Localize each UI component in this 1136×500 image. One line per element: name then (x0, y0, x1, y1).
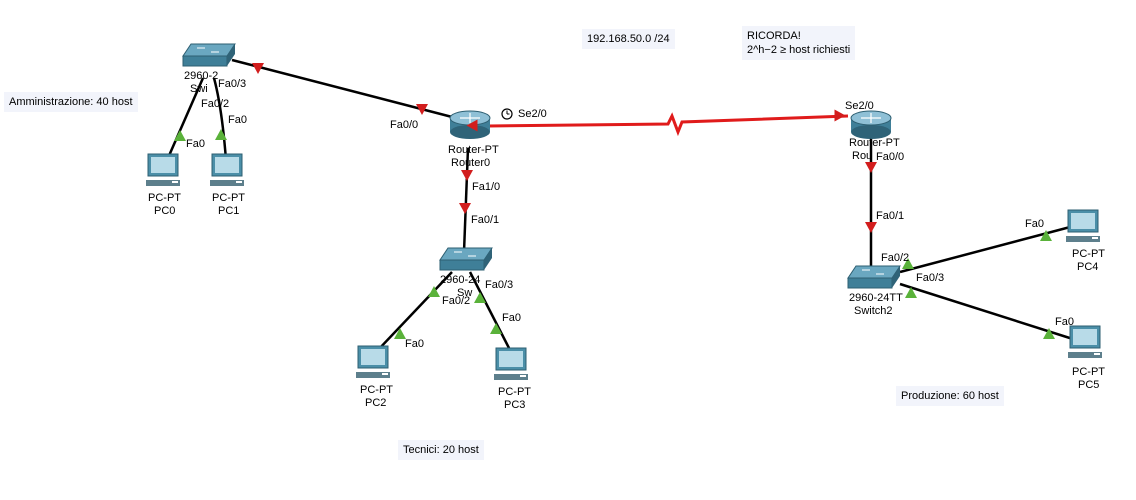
pc5-icon[interactable] (1068, 325, 1102, 358)
port-label: Fa0/3 (916, 272, 945, 284)
router1-icon[interactable] (850, 110, 892, 139)
switch0-icon[interactable] (182, 43, 236, 67)
router0-icon[interactable] (449, 110, 491, 139)
link-switch1-pc2[interactable] (377, 271, 453, 351)
link-status-up-icon (215, 129, 227, 140)
pc4-model-label: PC-PT (1072, 248, 1105, 260)
link-status-up-icon (474, 292, 486, 303)
pc3-icon[interactable] (494, 347, 528, 380)
pc1-icon[interactable] (210, 153, 244, 186)
port-label: Fa0/2 (201, 98, 230, 110)
port-label: Fa0 (1025, 218, 1044, 230)
note-network-address[interactable]: 192.168.50.0 /24 (582, 29, 675, 49)
port-label: Fa0 (228, 114, 247, 126)
pc3-name-label: PC3 (504, 399, 526, 411)
link-status-down-icon (459, 203, 471, 214)
pc0-name-label: PC0 (154, 205, 176, 217)
pc2-model-label: PC-PT (360, 384, 393, 396)
switch0-model-label: 2960-2 (184, 70, 219, 82)
port-label: Fa0/3 (485, 279, 514, 291)
note-produzione-hosts[interactable]: Produzione: 60 host (896, 386, 1004, 406)
link-switch1-pc3[interactable] (468, 271, 512, 351)
switch1-name-label: Sw (457, 287, 473, 299)
note-reminder-formula: 2^h−2 ≥ host richiesti (747, 44, 851, 56)
port-label: Fa0/2 (881, 252, 910, 264)
port-label: Se2/0 (518, 108, 547, 120)
link-status-up-icon (490, 323, 502, 334)
switch2-name-label: Switch2 (854, 305, 893, 317)
link-status-up-icon (902, 258, 914, 269)
pc5-name-label: PC5 (1078, 379, 1100, 391)
port-label: Fa1/0 (472, 181, 501, 193)
port-label: Fa0/0 (876, 151, 905, 163)
clock-icon (501, 108, 513, 120)
pc3-model-label: PC-PT (498, 386, 531, 398)
router0-name-label: Router0 (451, 157, 491, 169)
link-status-up-icon (905, 287, 917, 298)
link-status-up-icon (394, 328, 406, 339)
link-status-down-icon (834, 109, 846, 122)
link-status-down-icon (252, 63, 264, 74)
router1-model-label: Router-PT (849, 137, 900, 149)
note-tecnici-hosts[interactable]: Tecnici: 20 host (398, 440, 484, 460)
link-status-up-icon (1040, 230, 1052, 241)
link-status-up-icon (174, 130, 186, 141)
port-label: Fa0/3 (218, 78, 247, 90)
link-status-down-icon (461, 170, 473, 181)
switch2-model-label: 2960-24TT (849, 292, 903, 304)
port-label: Fa0/1 (876, 210, 905, 222)
note-admin-hosts[interactable]: Amministrazione: 40 host (4, 92, 138, 112)
pc0-model-label: PC-PT (148, 192, 181, 204)
port-label: Fa0/2 (442, 295, 471, 307)
note-reminder[interactable]: RICORDA! 2^h−2 ≥ host richiesti (742, 26, 856, 60)
switch1-icon[interactable] (439, 247, 493, 271)
pc4-icon[interactable] (1066, 209, 1100, 242)
port-label: Fa0 (405, 338, 424, 350)
link-switch0-pc0[interactable] (166, 77, 205, 159)
note-reminder-title: RICORDA! (747, 30, 801, 42)
port-label: Fa0/0 (390, 119, 419, 131)
port-label: Se2/0 (845, 100, 874, 112)
pc1-name-label: PC1 (218, 205, 240, 217)
pc2-icon[interactable] (356, 345, 390, 378)
port-label: Fa0/1 (471, 214, 500, 226)
port-label: Fa0 (502, 312, 521, 324)
link-status-up-icon (1043, 328, 1055, 339)
pc4-name-label: PC4 (1077, 261, 1099, 273)
link-status-down-icon (865, 162, 877, 173)
link-status-down-icon (416, 104, 428, 115)
switch2-icon[interactable] (847, 265, 901, 289)
router0-model-label: Router-PT (448, 144, 499, 156)
port-label: Fa0 (186, 138, 205, 150)
link-serial-router0-router1[interactable] (487, 112, 849, 137)
link-status-down-icon (466, 119, 478, 132)
pc2-name-label: PC2 (365, 397, 387, 409)
switch0-name-label: Swi (190, 83, 208, 95)
pc5-model-label: PC-PT (1072, 366, 1105, 378)
pc1-model-label: PC-PT (212, 192, 245, 204)
router1-name-label: Rou (852, 150, 873, 162)
switch1-model-label: 2960-24 (440, 274, 481, 286)
pc0-icon[interactable] (146, 153, 180, 186)
port-label: Fa0 (1055, 316, 1074, 328)
link-router0-switch1[interactable] (462, 147, 470, 253)
link-switch0-pc1[interactable] (212, 77, 228, 161)
link-status-up-icon (428, 286, 440, 297)
link-status-down-icon (865, 222, 877, 233)
